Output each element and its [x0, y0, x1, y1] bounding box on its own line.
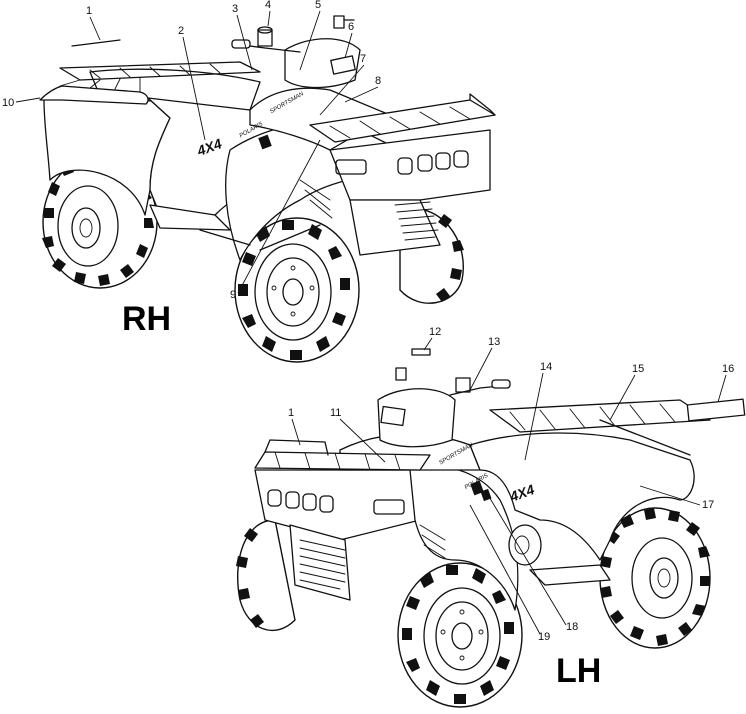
rh-callouts: 1 2 3 4 5 6 7 8 9 10 — [2, 0, 381, 301]
callout-19: 19 — [538, 631, 550, 643]
callout-4: 4 — [265, 0, 271, 11]
rh-front-rack — [309, 93, 496, 143]
atv-rh-view: 4X4 POLARIS SPORTSMAN 1 2 3 4 5 6 7 8 9 — [2, 0, 496, 363]
callout-12: 12 — [429, 326, 441, 338]
lh-front-rack — [254, 439, 431, 471]
callout-18: 18 — [566, 621, 578, 633]
callout-2: 2 — [178, 25, 184, 37]
callout-1-lh: 1 — [288, 407, 294, 419]
rh-view-label: RH — [122, 300, 171, 338]
callout-8: 8 — [375, 75, 381, 87]
callout-3: 3 — [232, 3, 238, 15]
lh-callouts: 1 11 12 13 14 15 16 17 18 19 — [288, 326, 734, 643]
callout-11: 11 — [330, 407, 341, 419]
callout-14: 14 — [540, 361, 552, 373]
lh-rear-wheel — [599, 507, 711, 649]
callout-7: 7 — [360, 53, 366, 65]
callout-5: 5 — [315, 0, 321, 11]
callout-1: 1 — [86, 5, 92, 17]
callout-10: 10 — [2, 97, 14, 109]
callout-17: 17 — [702, 499, 714, 511]
atv-lh-view: 4X4 POLARIS SPORTSMAN 1 11 12 13 14 15 1… — [236, 326, 746, 708]
rh-part-1-strip — [71, 39, 121, 47]
lh-rear-rack — [489, 399, 711, 456]
callout-15: 15 — [632, 363, 644, 375]
rh-rear-rack — [39, 61, 261, 105]
callout-6: 6 — [348, 21, 354, 33]
lh-front-wheel — [397, 562, 523, 708]
callout-13: 13 — [488, 336, 500, 348]
lh-far-front-wheel — [236, 519, 296, 631]
callout-9: 9 — [230, 289, 236, 301]
lh-body — [254, 367, 695, 611]
rh-body — [43, 15, 491, 261]
lh-part-12-tag — [411, 348, 431, 356]
callout-16: 16 — [722, 363, 734, 375]
rh-front-wheel — [234, 217, 360, 363]
lh-view-label: LH — [556, 652, 601, 690]
lh-part-16-strip — [686, 398, 746, 422]
